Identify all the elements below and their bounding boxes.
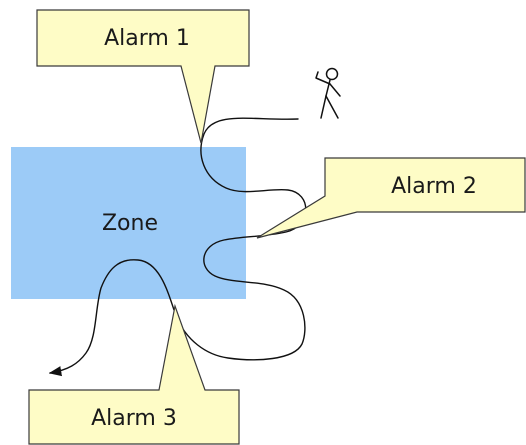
movement-path — [48, 117, 307, 377]
alarm-2-callout: Alarm 2 — [256, 157, 526, 239]
alarm-1-label: Alarm 1 — [104, 26, 190, 51]
alarm-2-box — [256, 157, 526, 239]
alarm-3-callout: Alarm 3 — [28, 303, 240, 445]
alarm-3-box — [28, 303, 240, 445]
zone-label: Zone — [102, 211, 158, 236]
zone: Zone — [11, 147, 246, 299]
stick-figure-icon — [315, 67, 341, 119]
alarm-3-label: Alarm 3 — [91, 406, 177, 431]
alarm-1-box — [36, 9, 250, 144]
alarm-2-label: Alarm 2 — [391, 174, 477, 199]
alarm-1-callout: Alarm 1 — [36, 9, 250, 144]
